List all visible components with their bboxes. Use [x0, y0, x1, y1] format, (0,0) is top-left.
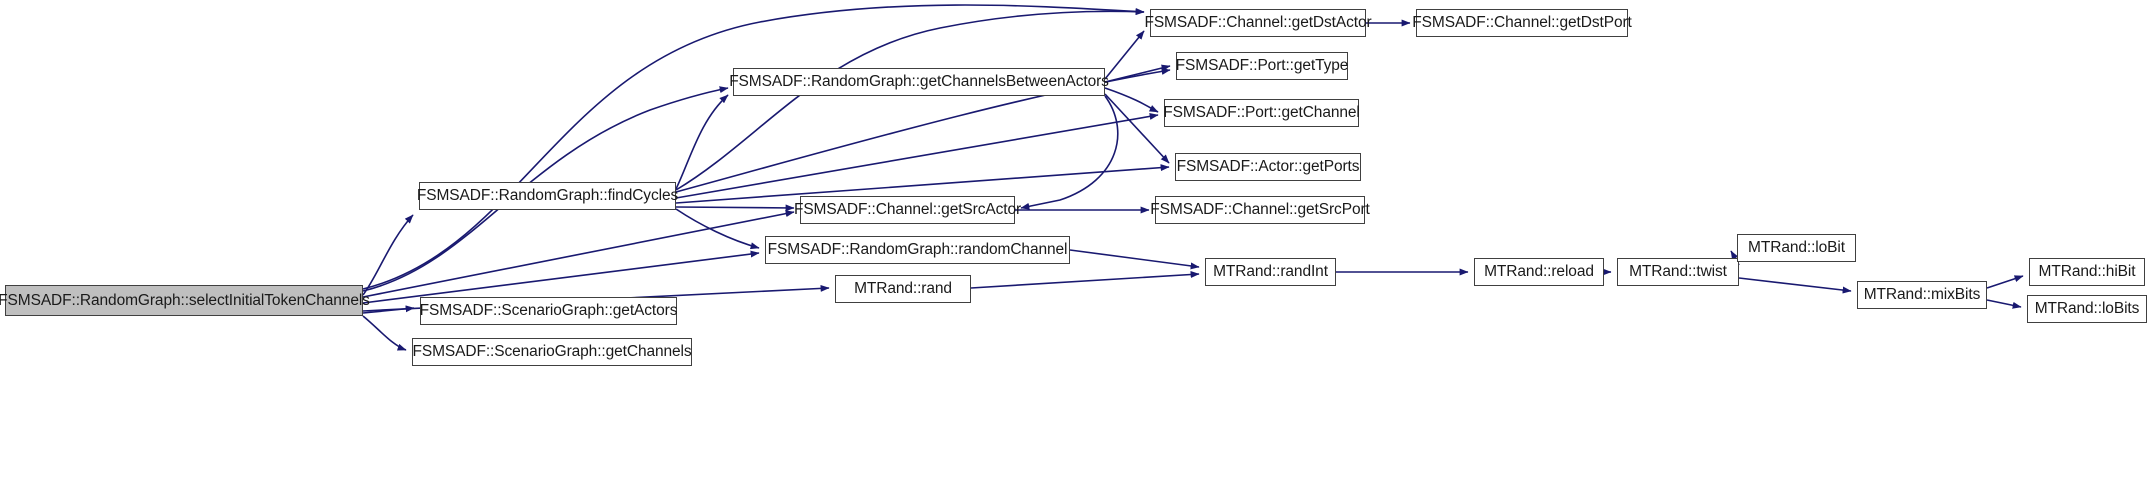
graph-node-getActors[interactable]: FSMSADF::ScenarioGraph::getActors	[420, 297, 677, 325]
edge-selectInitialTokenChannels-to-getChannels	[362, 315, 407, 351]
graph-node-label: FSMSADF::Channel::getDstPort	[1412, 14, 1632, 32]
graph-node-getType[interactable]: FSMSADF::Port::getType	[1176, 52, 1348, 80]
edge-findCycles-to-getSrcActor	[675, 204, 795, 212]
edge-rand-to-randInt	[970, 271, 1200, 289]
edge-twist-to-mixBits	[1738, 277, 1852, 294]
graph-node-label: FSMSADF::Channel::getSrcPort	[1150, 201, 1370, 219]
graph-node-getChannel[interactable]: FSMSADF::Port::getChannel	[1163, 99, 1360, 127]
graph-node-getPorts[interactable]: FSMSADF::Actor::getPorts	[1175, 153, 1361, 181]
edge-findCycles-to-randomChannel	[675, 208, 760, 250]
graph-node-label: FSMSADF::Port::getChannel	[1163, 104, 1360, 122]
graph-node-getDstActor[interactable]: FSMSADF::Channel::getDstActor	[1144, 9, 1372, 37]
graph-node-label: FSMSADF::RandomGraph::getChannelsBetween…	[729, 73, 1109, 91]
graph-node-getChannelsBetweenActors[interactable]: FSMSADF::RandomGraph::getChannelsBetween…	[729, 68, 1109, 96]
graph-node-label: MTRand::loBit	[1748, 239, 1845, 257]
graph-node-label: FSMSADF::ScenarioGraph::getChannels	[412, 343, 692, 361]
edge-getChannelsBetweenActors-to-getSrcActor	[1020, 95, 1119, 210]
edge-findCycles-to-getDstActor	[675, 8, 1145, 191]
graph-node-twist[interactable]: MTRand::twist	[1617, 258, 1739, 286]
edge-getChannelsBetweenActors-to-getDstActor	[1104, 30, 1145, 80]
graph-node-label: MTRand::rand	[854, 280, 952, 298]
graph-node-label: MTRand::mixBits	[1863, 286, 1981, 304]
graph-node-mixBits[interactable]: MTRand::mixBits	[1857, 281, 1987, 309]
graph-node-label: MTRand::loBits	[2034, 300, 2140, 318]
edge-findCycles-to-getChannelsBetweenActors	[675, 94, 729, 190]
graph-node-selectInitialTokenChannels[interactable]: FSMSADF::RandomGraph::selectInitialToken…	[0, 285, 370, 316]
graph-node-label: FSMSADF::Channel::getSrcActor	[793, 201, 1022, 219]
graph-node-label: FSMSADF::RandomGraph::selectInitialToken…	[0, 291, 370, 309]
graph-node-reload[interactable]: MTRand::reload	[1474, 258, 1604, 286]
graph-node-label: FSMSADF::Actor::getPorts	[1176, 158, 1360, 176]
graph-node-hiBit[interactable]: MTRand::hiBit	[2029, 258, 2145, 286]
edge-mixBits-to-loBits	[1986, 299, 2022, 309]
graph-node-label: MTRand::reload	[1484, 263, 1594, 281]
edge-findCycles-to-getChannel	[675, 112, 1159, 199]
edge-randomChannel-to-randInt	[1069, 249, 1200, 270]
edge-selectInitialTokenChannels-to-getActors	[362, 305, 415, 314]
graph-node-findCycles[interactable]: FSMSADF::RandomGraph::findCycles	[417, 182, 678, 210]
graph-node-getChannels[interactable]: FSMSADF::ScenarioGraph::getChannels	[412, 338, 692, 366]
graph-node-randInt[interactable]: MTRand::randInt	[1205, 258, 1336, 286]
graph-node-label: FSMSADF::Channel::getDstActor	[1144, 14, 1372, 32]
edge-selectInitialTokenChannels-to-getSrcActor	[362, 210, 795, 298]
graph-node-getSrcActor[interactable]: FSMSADF::Channel::getSrcActor	[794, 196, 1021, 224]
graph-node-label: MTRand::hiBit	[2038, 263, 2136, 281]
edge-selectInitialTokenChannels-to-findCycles	[362, 214, 414, 296]
graph-node-getDstPort[interactable]: FSMSADF::Channel::getDstPort	[1412, 9, 1632, 37]
graph-node-label: FSMSADF::Port::getType	[1175, 57, 1349, 75]
graph-node-label: FSMSADF::RandomGraph::findCycles	[416, 187, 679, 205]
graph-node-loBits[interactable]: MTRand::loBits	[2027, 295, 2147, 323]
graph-node-randomChannel[interactable]: FSMSADF::RandomGraph::randomChannel	[765, 236, 1070, 264]
edge-mixBits-to-hiBit	[1986, 275, 2024, 289]
graph-node-loBit[interactable]: MTRand::loBit	[1737, 234, 1856, 262]
graph-node-label: MTRand::twist	[1629, 263, 1727, 281]
edge-selectInitialTokenChannels-to-randomChannel	[362, 250, 760, 304]
graph-node-label: MTRand::randInt	[1213, 263, 1328, 281]
edge-getChannelsBetweenActors-to-getChannel	[1104, 87, 1159, 113]
graph-node-label: FSMSADF::ScenarioGraph::getActors	[419, 302, 678, 320]
graph-node-getSrcPort[interactable]: FSMSADF::Channel::getSrcPort	[1150, 196, 1370, 224]
graph-node-rand[interactable]: MTRand::rand	[835, 275, 971, 303]
graph-node-label: FSMSADF::RandomGraph::randomChannel	[767, 241, 1068, 259]
